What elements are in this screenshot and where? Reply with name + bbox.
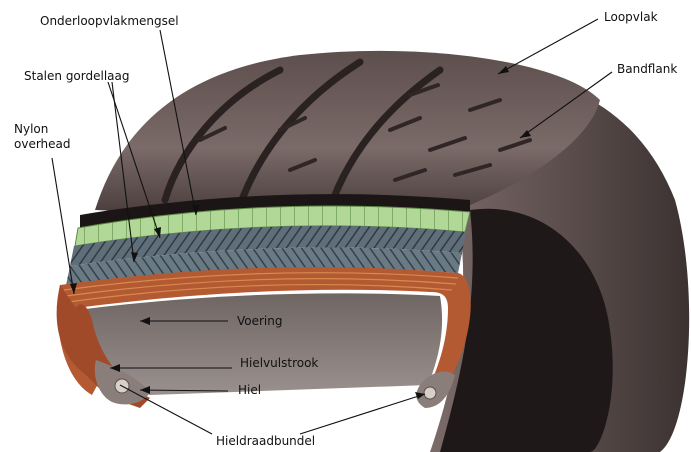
leader-loopvlak <box>498 19 598 74</box>
label-loopvlak: Loopvlak <box>604 10 658 25</box>
label-hieldraadbundel: Hieldraadbundel <box>216 434 315 449</box>
label-hiel: Hiel <box>238 383 261 398</box>
label-hielvulstrook: Hielvulstrook <box>240 356 318 371</box>
label-stalen-gordellaag: Stalen gordellaag <box>24 69 130 84</box>
leader-nylon-overhead <box>52 158 74 294</box>
label-voering: Voering <box>237 314 283 329</box>
label-nylon-overhead: Nylon overhead <box>14 122 86 152</box>
label-onderloopvlakmengsel: Onderloopvlakmengsel <box>40 14 179 29</box>
leader-hieldraadbundel-right <box>300 394 425 434</box>
label-bandflank: Bandflank <box>617 62 677 77</box>
